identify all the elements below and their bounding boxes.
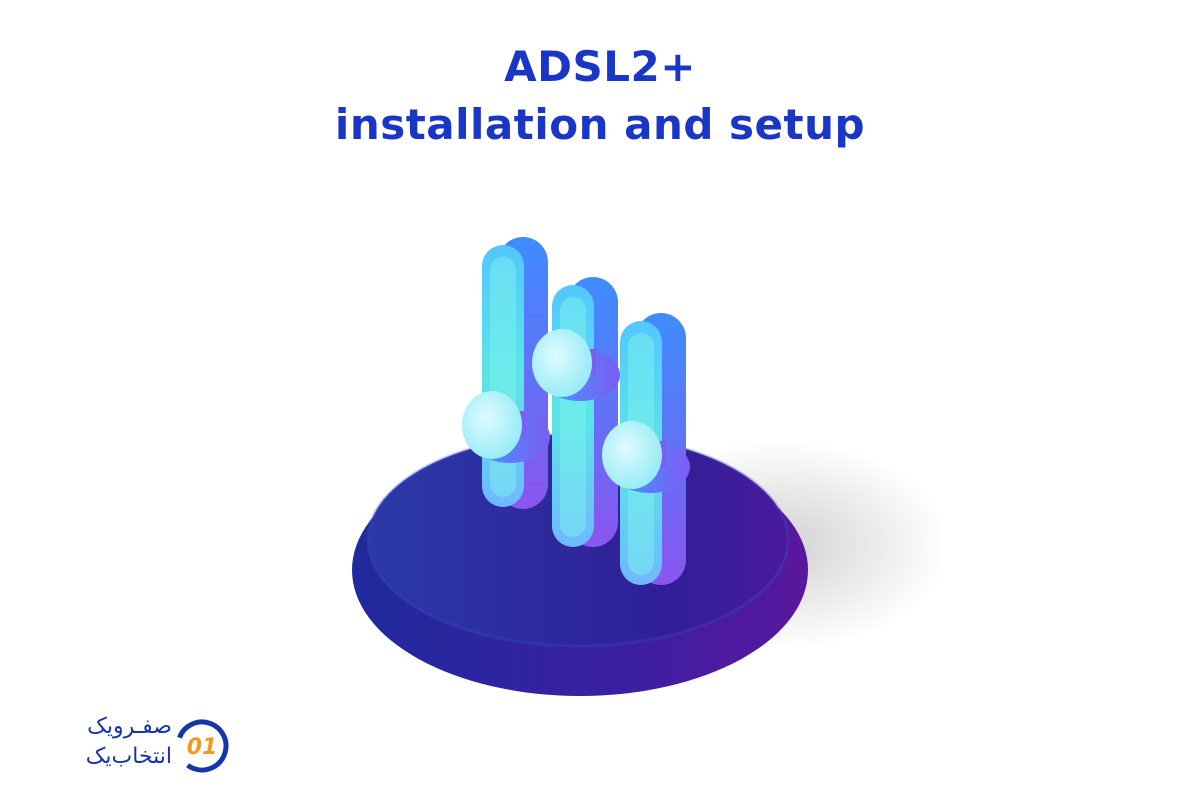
brand-mark-letters: 01 [187, 735, 218, 760]
slider-3 [602, 313, 690, 585]
brand-name: صفـرویک انتخاب‌یک [86, 712, 172, 772]
equalizer-sliders-icon [352, 237, 940, 696]
page-title: ADSL2+ installation and setup [0, 38, 1200, 154]
brand-mark-icon: 01 [175, 719, 229, 773]
brand-name-line-2: انتخاب‌یک [85, 744, 172, 769]
slider-2 [532, 277, 620, 547]
title-line-1: ADSL2+ [504, 42, 696, 91]
brand-logo[interactable]: صفـرویک انتخاب‌یک 01 [30, 712, 230, 782]
title-line-2: installation and setup [334, 100, 866, 149]
slider-1 [462, 237, 550, 509]
brand-name-line-1: صفـرویک [87, 714, 172, 739]
